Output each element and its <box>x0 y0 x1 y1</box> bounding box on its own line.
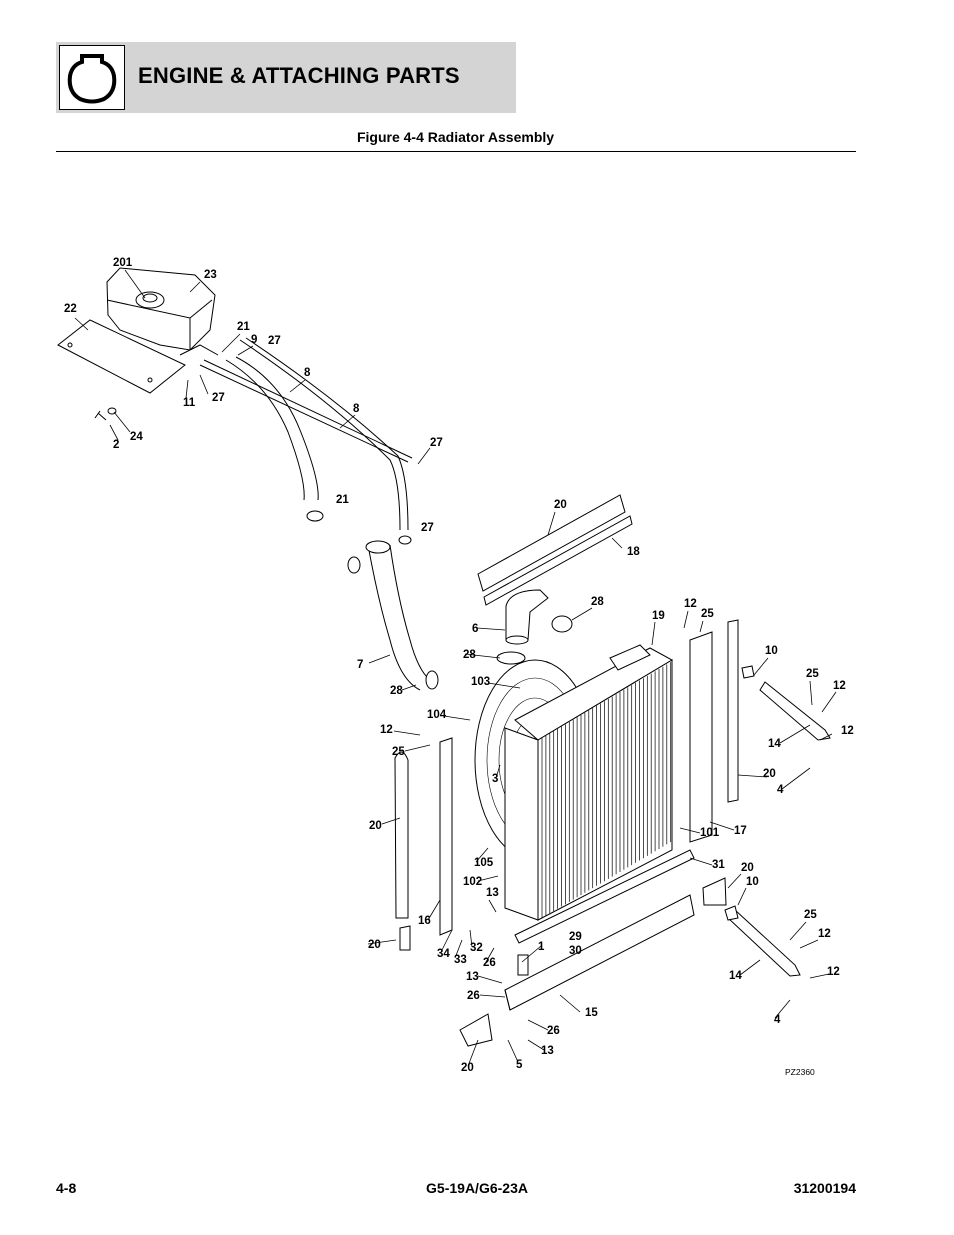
footer-doc-number: 31200194 <box>793 1180 856 1196</box>
callout-4: 4 <box>777 784 784 796</box>
callout-12: 12 <box>841 725 854 737</box>
header-band: ENGINE & ATTACHING PARTS <box>56 42 516 113</box>
callout-28: 28 <box>390 685 403 697</box>
callout-16: 16 <box>418 915 431 927</box>
bottom-rail-drawing <box>504 849 695 1011</box>
callout-13: 13 <box>541 1045 554 1057</box>
callout-20: 20 <box>763 768 776 780</box>
header-rule <box>56 151 856 152</box>
callout-21: 21 <box>237 321 250 333</box>
callout-101: 101 <box>700 827 720 839</box>
callout-14: 14 <box>768 738 781 750</box>
callout-19: 19 <box>652 610 665 622</box>
callout-11: 11 <box>183 397 196 409</box>
callout-15: 15 <box>585 1007 598 1019</box>
radiator-core-drawing <box>504 644 674 921</box>
coolant-reservoir-drawing <box>57 267 219 394</box>
callout-32: 32 <box>470 942 483 954</box>
callout-31: 31 <box>712 859 725 871</box>
callout-105: 105 <box>474 857 494 869</box>
callout-12: 12 <box>684 598 697 610</box>
footer-page-number: 4-8 <box>56 1180 77 1196</box>
callout-20: 20 <box>369 820 382 832</box>
callout-12: 12 <box>827 966 840 978</box>
callout-201: 201 <box>113 257 133 269</box>
callout-14: 14 <box>729 970 742 982</box>
callout-30: 30 <box>569 945 582 957</box>
callout-25: 25 <box>701 608 714 620</box>
figure-ref-code: PZ2360 <box>785 1067 815 1077</box>
callout-20: 20 <box>368 939 381 951</box>
callout-9: 9 <box>251 334 257 346</box>
callout-25: 25 <box>804 909 817 921</box>
top-baffle-drawing <box>477 494 633 606</box>
callout-10: 10 <box>746 876 759 888</box>
callout-24: 24 <box>130 431 143 443</box>
callout-27: 27 <box>421 522 434 534</box>
callout-7: 7 <box>357 659 363 671</box>
callout-103: 103 <box>471 676 490 688</box>
callout-26: 26 <box>483 957 496 969</box>
callout-18: 18 <box>627 546 640 558</box>
callout-13: 13 <box>486 887 499 899</box>
callout-2: 2 <box>113 439 119 451</box>
callout-25: 25 <box>806 668 819 680</box>
callout-27: 27 <box>212 392 225 404</box>
callout-20: 20 <box>461 1062 474 1074</box>
engine-icon <box>59 45 125 110</box>
figure-caption: Figure 4-4 Radiator Assembly <box>356 129 555 145</box>
leader-lines <box>74 269 837 1067</box>
callout-6: 6 <box>472 623 478 635</box>
callout-102: 102 <box>463 876 482 888</box>
footer-model: G5-19A/G6-23A <box>426 1180 528 1196</box>
callout-104: 104 <box>427 709 447 721</box>
callout-33: 33 <box>454 954 467 966</box>
callout-13: 13 <box>466 971 479 983</box>
bolt-drawing <box>94 407 117 421</box>
callout-12: 12 <box>380 724 393 736</box>
upper-hose-drawing <box>496 589 573 665</box>
callout-25: 25 <box>392 746 405 758</box>
callout-17: 17 <box>734 825 747 837</box>
hose-drawing <box>199 337 439 691</box>
callout-27: 27 <box>268 335 281 347</box>
callout-10: 10 <box>765 645 778 657</box>
callout-3: 3 <box>492 773 498 785</box>
callout-20: 20 <box>554 499 567 511</box>
callout-21: 21 <box>336 494 349 506</box>
callout-26: 26 <box>467 990 480 1002</box>
callout-28: 28 <box>463 649 476 661</box>
callout-5: 5 <box>516 1059 523 1071</box>
callout-8: 8 <box>353 403 360 415</box>
bracket-drawing <box>399 877 727 1047</box>
callout-1: 1 <box>538 941 545 953</box>
callout-20: 20 <box>741 862 754 874</box>
callout-27: 27 <box>430 437 443 449</box>
callout-29: 29 <box>569 931 582 943</box>
callout-22: 22 <box>64 303 77 315</box>
callout-12: 12 <box>833 680 846 692</box>
callout-4: 4 <box>774 1014 781 1026</box>
section-title: ENGINE & ATTACHING PARTS <box>138 63 460 88</box>
callout-23: 23 <box>204 269 217 281</box>
callout-28: 28 <box>591 596 604 608</box>
callout-34: 34 <box>437 948 450 960</box>
stay-rod-drawing <box>724 665 831 977</box>
callout-8: 8 <box>304 367 311 379</box>
callout-12: 12 <box>818 928 831 940</box>
callout-26: 26 <box>547 1025 560 1037</box>
